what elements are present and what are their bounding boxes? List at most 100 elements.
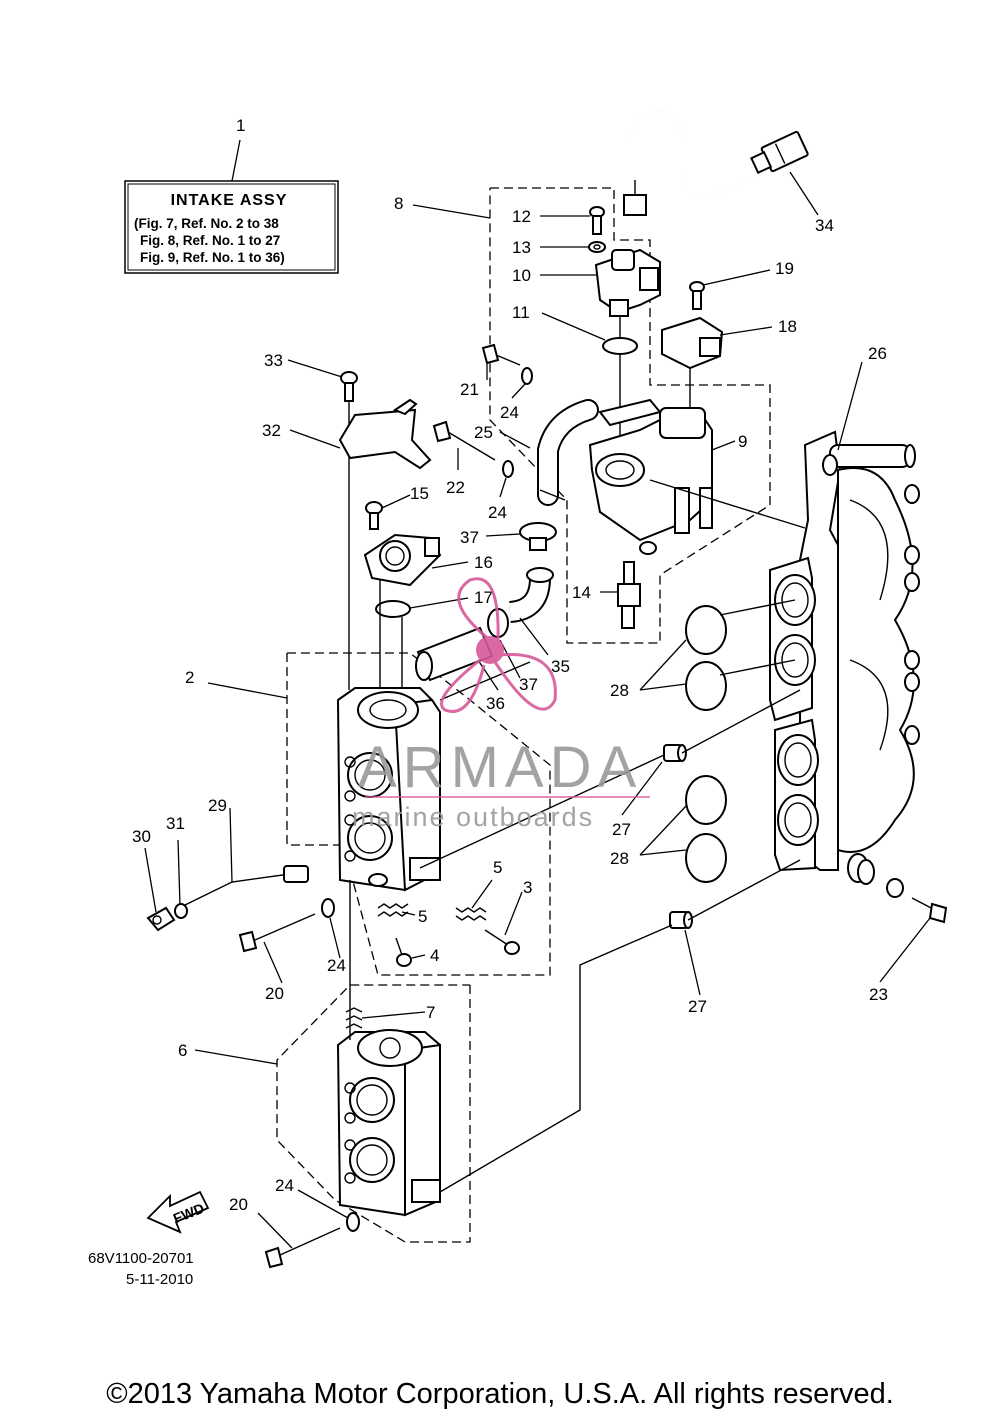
callout-8: 8 bbox=[394, 194, 403, 213]
part-10-valve bbox=[594, 248, 661, 317]
callout-36: 36 bbox=[486, 694, 505, 713]
drawing-code: 68V1100-20701 bbox=[88, 1250, 194, 1267]
callout-31: 31 bbox=[166, 814, 185, 833]
part-17-o-ring bbox=[375, 600, 411, 618]
part-4-screw bbox=[395, 937, 412, 967]
callout-11: 11 bbox=[512, 303, 530, 322]
part-15-screw bbox=[365, 501, 383, 530]
callout-23: 23 bbox=[869, 985, 888, 1004]
part-14-temperature-sensor bbox=[617, 561, 641, 629]
callout-9: 9 bbox=[738, 432, 747, 451]
bolts-upper bbox=[338, 343, 533, 700]
info-box-line-2: Fig. 8, Ref. No. 1 to 27 bbox=[140, 233, 280, 248]
armada-watermark: ARMADA marine outboards bbox=[352, 577, 650, 832]
part-7-spring bbox=[345, 1007, 363, 1029]
callout-2: 2 bbox=[185, 668, 194, 687]
callout-14: 14 bbox=[572, 583, 591, 602]
part-23-bolt bbox=[911, 897, 948, 924]
wire-harness bbox=[623, 110, 809, 216]
callout-10: 10 bbox=[512, 266, 531, 285]
harness-connector-plug bbox=[623, 194, 647, 216]
callout-30: 30 bbox=[132, 827, 151, 846]
part-19-screw bbox=[689, 281, 705, 310]
part-2-throttle-body-upper bbox=[336, 687, 441, 892]
part-9-valve-body bbox=[588, 398, 713, 555]
callout-21: 21 bbox=[460, 380, 479, 399]
info-box-title: INTAKE ASSY bbox=[171, 192, 288, 209]
part-26-intake-manifold bbox=[769, 430, 920, 872]
part-30-terminal bbox=[146, 906, 176, 932]
callout-12: 12 bbox=[512, 207, 531, 226]
part-29-cable bbox=[184, 865, 309, 906]
callout-20-upper: 20 bbox=[265, 984, 284, 1003]
callout-24-d: 24 bbox=[275, 1176, 294, 1195]
callout-27-upper: 27 bbox=[612, 820, 631, 839]
part-24-washer-a bbox=[521, 367, 533, 385]
part-35-elbow-hose bbox=[508, 567, 554, 623]
callout-26: 26 bbox=[868, 344, 887, 363]
callout-37-lower: 37 bbox=[519, 675, 538, 694]
callout-35: 35 bbox=[551, 657, 570, 676]
callout-6: 6 bbox=[178, 1041, 187, 1060]
callout-24-c: 24 bbox=[327, 956, 346, 975]
part-24-washer-d bbox=[346, 1212, 360, 1232]
part-5-spring-b bbox=[455, 907, 487, 921]
callout-28-lower: 28 bbox=[610, 849, 629, 868]
watermark-tagline: marine outboards bbox=[352, 802, 594, 832]
callout-24-a: 24 bbox=[500, 403, 519, 422]
part-16-throttle-sensor bbox=[363, 533, 442, 587]
part-31-nut bbox=[174, 903, 188, 919]
left-fasteners bbox=[146, 865, 335, 953]
callout-34: 34 bbox=[815, 216, 834, 235]
part-3-screw bbox=[484, 929, 520, 955]
callout-32: 32 bbox=[262, 421, 281, 440]
callout-5-right: 5 bbox=[493, 858, 502, 877]
harness-coupler bbox=[750, 130, 809, 175]
hoses bbox=[415, 399, 599, 682]
callout-37-upper: 37 bbox=[460, 528, 479, 547]
info-box-line-1: (Fig. 7, Ref. No. 2 to 38 bbox=[134, 216, 279, 231]
part-5-spring-a bbox=[377, 903, 409, 917]
part-13-washer bbox=[588, 241, 606, 253]
callout-28-upper: 28 bbox=[610, 681, 629, 700]
sensor-group bbox=[588, 206, 724, 629]
callout-24-b: 24 bbox=[488, 503, 507, 522]
watermark-brand: ARMADA bbox=[358, 735, 642, 800]
leader-lines bbox=[144, 171, 931, 1249]
part-32-bracket bbox=[338, 398, 432, 470]
grommet bbox=[847, 853, 904, 898]
callout-27-lower: 27 bbox=[688, 997, 707, 1016]
callout-29: 29 bbox=[208, 796, 227, 815]
part-12-screw bbox=[589, 206, 605, 235]
callout-22: 22 bbox=[446, 478, 465, 497]
part-11-o-ring bbox=[602, 337, 638, 355]
callout-1: 1 bbox=[236, 116, 245, 135]
callout-13: 13 bbox=[512, 238, 531, 257]
springs-screws bbox=[377, 903, 520, 967]
part-37-clamp-upper bbox=[519, 522, 557, 551]
part-20-bolt-upper bbox=[238, 913, 316, 953]
part-24-washer-b bbox=[502, 460, 514, 478]
propeller-logo-icon bbox=[440, 577, 557, 713]
callout-numbers: 1 2 3 4 5 5 6 7 8 9 10 11 12 13 14 15 16… bbox=[132, 116, 888, 1214]
callout-5-left: 5 bbox=[418, 907, 427, 926]
part-21-bolt bbox=[481, 343, 521, 366]
callout-3: 3 bbox=[523, 878, 532, 897]
callout-16: 16 bbox=[474, 553, 493, 572]
callout-25: 25 bbox=[474, 423, 493, 442]
callout-4: 4 bbox=[430, 946, 439, 965]
drawing-date: 5-11-2010 bbox=[126, 1271, 193, 1288]
copyright-notice: ©2013 Yamaha Motor Corporation, U.S.A. A… bbox=[106, 1378, 894, 1410]
callout-18: 18 bbox=[778, 317, 797, 336]
fwd-arrow-icon: FWD bbox=[146, 1190, 210, 1234]
part-20-bolt-lower bbox=[264, 1227, 341, 1269]
part-6-throttle-body-lower bbox=[264, 1007, 441, 1269]
part-28-gaskets bbox=[685, 605, 727, 883]
part-24-washer-c bbox=[321, 898, 335, 918]
callout-17: 17 bbox=[474, 588, 493, 607]
callout-20-lower: 20 bbox=[229, 1195, 248, 1214]
callout-33: 33 bbox=[264, 351, 283, 370]
intake-assy-info-box: INTAKE ASSY (Fig. 7, Ref. No. 2 to 38 Fi… bbox=[124, 139, 339, 274]
callout-19: 19 bbox=[775, 259, 794, 278]
